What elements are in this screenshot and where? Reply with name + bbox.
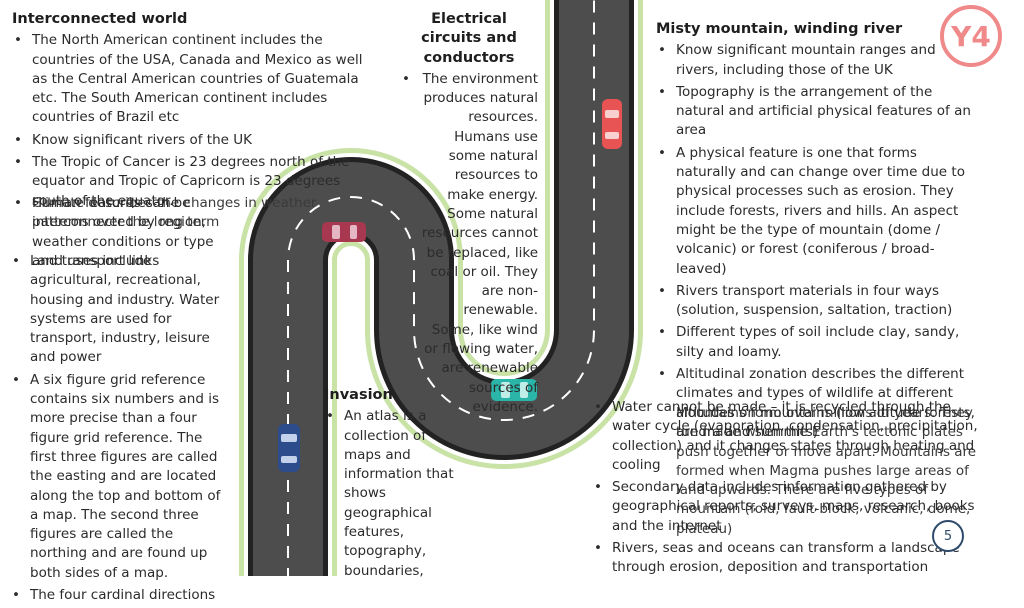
invasion-title: Invasion [324, 387, 393, 403]
blue-car-icon [278, 424, 300, 472]
list-item: Different types of soil include clay, sa… [656, 323, 978, 362]
page-number-badge: 5 [932, 520, 964, 552]
list-item: Water cannot be made – it is recycled th… [592, 398, 992, 475]
list-item: Know significant rivers of the UK [12, 131, 380, 151]
electrical-circuits-section: Electrical circuits and conductors The e… [400, 10, 538, 420]
land-uses-section: Land uses include agricultural, recreati… [10, 252, 232, 608]
interconnected-world-title: Interconnected world [12, 11, 188, 27]
list-item: Know significant mountain ranges and riv… [656, 41, 978, 80]
electrical-circuits-title: Electrical circuits and conductors [421, 11, 517, 66]
list-item: A physical feature is one that forms nat… [656, 144, 978, 279]
list-item: Rivers transport materials in four ways … [656, 282, 978, 321]
list-item: Land uses include agricultural, recreati… [10, 252, 232, 368]
list-item: The environment produces natural resourc… [400, 70, 538, 417]
interconnected-world-section: Interconnected world The North American … [12, 10, 380, 214]
list-item: Rivers, seas and oceans can transform a … [592, 539, 992, 578]
misty-mountain-title: Misty mountain, winding river [656, 21, 903, 37]
year-badge: Y4 [940, 5, 1002, 67]
maroon-car-icon [322, 222, 366, 242]
list-item: The four cardinal directions [10, 586, 232, 606]
invasion-section: Invasion An atlas is a collection of map… [324, 386, 464, 584]
water-cycle-section: Water cannot be made – it is recycled th… [592, 398, 992, 581]
red-car-icon [602, 99, 622, 149]
list-item: Secondary data includes information gath… [592, 478, 992, 536]
list-item: A six figure grid reference contains six… [10, 371, 232, 583]
misty-mountain-section: Misty mountain, winding river Know signi… [656, 20, 978, 445]
list-item: Topography is the arrangement of the nat… [656, 83, 978, 141]
list-item: An atlas is a collection of maps and inf… [324, 407, 464, 581]
list-item: The North American continent includes th… [12, 31, 380, 127]
